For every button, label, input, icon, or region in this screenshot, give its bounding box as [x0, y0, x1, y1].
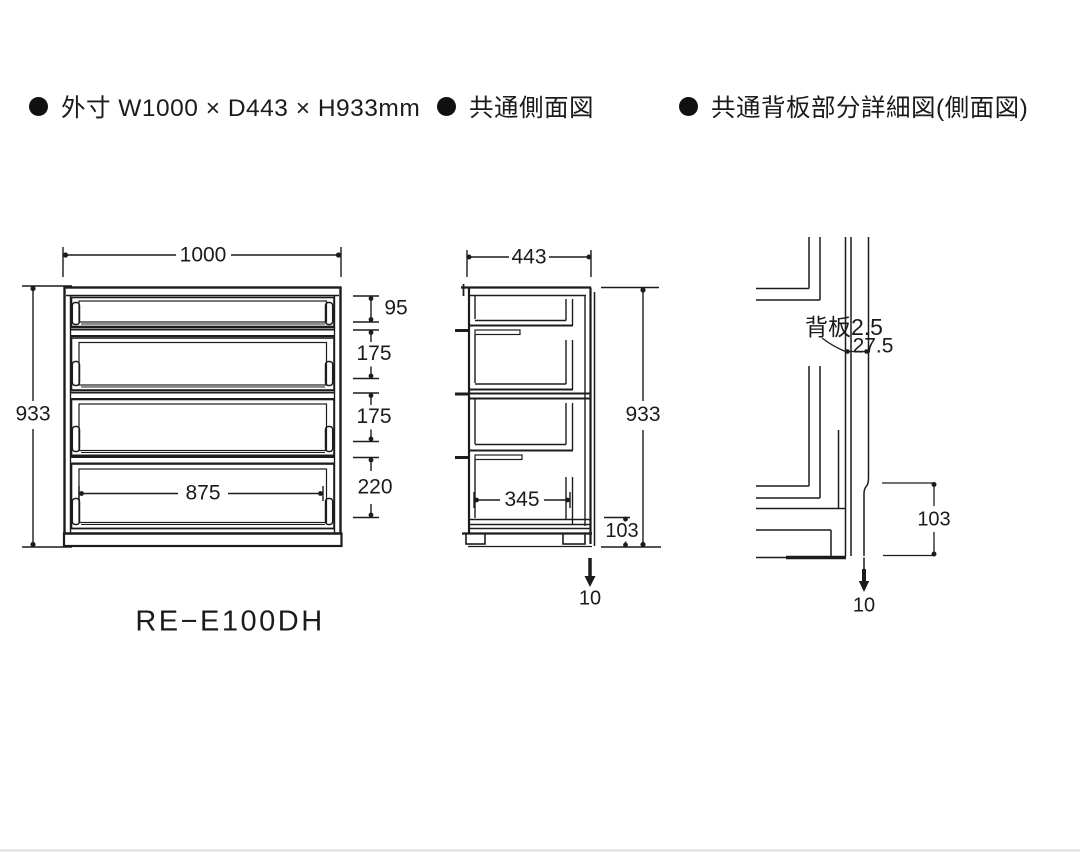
drawer-4-section — [469, 477, 590, 526]
side-dim-depth-label: 443 — [511, 246, 546, 269]
outer-back-edge — [863, 237, 870, 556]
leader-line — [821, 337, 846, 353]
drawer-2-front — [70, 337, 335, 391]
front-dim-width: 1000 — [62, 244, 342, 277]
front-dim-height-label: 933 — [15, 403, 50, 426]
side-dim-base-height: 103 — [604, 516, 639, 548]
header-side-view: 共通側面図 — [437, 89, 594, 124]
side-dim-foot-label: 10 — [579, 587, 601, 609]
model-number-label: RE−E100DH — [135, 606, 324, 638]
bullet-icon — [437, 97, 456, 116]
down-arrow-icon — [584, 576, 596, 587]
drawer-1-front — [70, 296, 335, 328]
side-view: 443 — [455, 246, 661, 609]
drawer-1-section — [469, 299, 574, 336]
back-panel-callout: 背板2.5 27.5 — [805, 314, 893, 357]
side-base — [462, 527, 592, 548]
front-dim-inner-width-label: 875 — [185, 482, 220, 505]
side-dim-inner-depth-label: 345 — [504, 488, 539, 511]
front-dim-inner-width: 875 — [78, 482, 324, 505]
front-dim-drawer3-label: 175 — [356, 405, 391, 428]
back-panel-label: 背板2.5 — [805, 314, 883, 340]
drawer-3-left-handle — [71, 425, 81, 453]
back-panel-detail-view: 10 背板2.5 27.5 103 — [756, 237, 951, 616]
front-dim-drawer-heights: 95 175 175 220 — [353, 295, 408, 519]
drawer-2-section — [469, 340, 590, 400]
page-bottom-edge — [0, 849, 1080, 852]
rear-foot — [562, 532, 586, 545]
side-dim-inner-depth: 345 — [473, 488, 571, 511]
down-arrow-icon — [858, 581, 870, 592]
drawer-3-right-handle — [324, 425, 334, 453]
header-outer-dimensions: 外寸 W1000 × D443 × H933mm — [29, 89, 420, 124]
side-dim-height-label: 933 — [625, 403, 660, 426]
header-back-panel-detail: 共通背板部分詳細図(側面図) — [679, 89, 1028, 124]
detail-dim-foot-label: 10 — [853, 594, 875, 616]
detail-dim-base-height-label: 103 — [917, 508, 950, 530]
front-dim-drawer2-label: 175 — [356, 342, 391, 365]
drawer-1-rail — [474, 329, 521, 336]
side-dim-height: 933 — [601, 286, 661, 548]
detail-drawer-structure — [756, 237, 846, 560]
detail-dim-base-height: 103 — [882, 482, 951, 557]
drawer-2-right-handle — [324, 360, 334, 387]
side-dim-depth: 443 — [466, 246, 592, 277]
header-side-view-label: 共通側面図 — [469, 95, 594, 122]
front-dim-drawer1-label: 95 — [384, 297, 407, 320]
cabinet-base — [62, 532, 343, 548]
drawer-2-left-handle — [71, 360, 81, 387]
side-foot-adjuster: 10 — [579, 558, 601, 609]
front-foot — [465, 532, 486, 545]
drawer-4-left-handle — [71, 497, 81, 526]
drawer-1-left-handle — [71, 301, 81, 326]
front-dim-drawer4-label: 220 — [357, 476, 392, 499]
header-back-panel-detail-label: 共通背板部分詳細図(側面図) — [711, 95, 1029, 122]
bullet-icon — [679, 97, 698, 116]
front-dim-height: 933 — [15, 285, 72, 548]
drawer-4-front — [70, 463, 335, 530]
header-outer-dimensions-label: 外寸 W1000 × D443 × H933mm — [61, 95, 421, 122]
cabinet-side-profile — [455, 284, 596, 546]
detail-dim-offset-label: 27.5 — [853, 335, 894, 358]
drawer-4-right-handle — [324, 497, 334, 526]
bullet-icon — [29, 97, 48, 116]
drawer-3-section — [469, 403, 574, 461]
drawer-3-rail — [474, 454, 523, 461]
front-view: 1000 933 — [15, 244, 407, 638]
side-dim-base-height-label: 103 — [605, 520, 638, 542]
drawer-3-front — [70, 398, 335, 457]
detail-foot-adjuster: 10 — [853, 557, 875, 616]
front-dim-width-label: 1000 — [180, 244, 227, 267]
back-panel-lines — [844, 237, 852, 556]
drawer-1-right-handle — [324, 301, 334, 326]
